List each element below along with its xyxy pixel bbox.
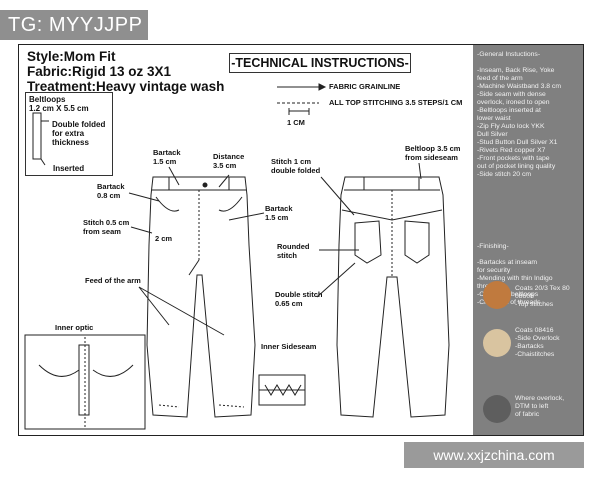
fabric-line: Fabric:Rigid 13 oz 3X1 — [27, 64, 172, 79]
watermark: www.xxjzchina.com — [404, 442, 584, 468]
beltloop-35-value: from sideseam — [405, 152, 458, 162]
inner-sideseam-label: Inner Sideseam — [261, 342, 317, 351]
tech-title: -TECHNICAL INSTRUCTIONS- — [229, 53, 411, 73]
inner-optic-box — [24, 334, 146, 430]
general-instructions: -General Instuctions- -Inseam, Back Rise… — [477, 51, 561, 178]
bartack-1-value: 1.5 cm — [153, 156, 177, 166]
beltloop-size: 1.2 cm X 5.5 cm — [29, 104, 89, 113]
thread-swatch-dtm — [483, 395, 511, 423]
beltloop-box: Beltloops 1.2 cm X 5.5 cm Double folded … — [25, 92, 113, 176]
inner-optic-label: Inner optic — [55, 323, 94, 332]
front-jeans — [146, 176, 256, 418]
callout-feed: Feed of the arm — [85, 276, 141, 285]
beltloop-title-text: Beltloops — [29, 95, 66, 104]
bartack-2-label: Bartack — [97, 182, 125, 191]
thread-text-dtm: Where overlock, DTM to left of fabric — [515, 395, 565, 418]
stitch-1-label: Stitch 1 cm — [271, 157, 312, 166]
legend-cm: 1 CM — [287, 118, 305, 127]
grainline-arrowhead — [318, 83, 327, 91]
technical-drawing — [24, 83, 450, 430]
double-stitch-value: 0.65 cm — [275, 298, 303, 308]
callout-2cm: 2 cm — [155, 234, 173, 243]
legend-grainline: FABRIC GRAINLINE — [329, 82, 401, 91]
stitch-1-value: double folded — [271, 165, 321, 175]
thread-text-topstitch: Coats 20/3 Tex 80 08608 -Top stitches — [515, 285, 570, 308]
legend-topstitch: ALL TOP STITCHING 3.5 STEPS/1 CM — [329, 98, 463, 107]
distance-value: 3.5 cm — [213, 160, 237, 170]
beltloop-inserted: Inserted — [53, 164, 85, 173]
beltloop-title: Beltloops 1.2 cm X 5.5 cm — [29, 95, 89, 113]
tech-sheet: Style:Mom Fit Fabric:Rigid 13 oz 3X1 Tre… — [18, 44, 584, 436]
instructions-panel: -General Instuctions- -Inseam, Back Rise… — [473, 45, 583, 435]
bartack-3-label: Bartack — [265, 204, 293, 213]
bartack-1-label: Bartack — [153, 148, 181, 157]
spec-header: Style:Mom Fit Fabric:Rigid 13 oz 3X1 Tre… — [27, 49, 224, 94]
treatment-line: Treatment:Heavy vintage wash — [27, 79, 225, 94]
back-jeans — [336, 176, 450, 418]
stitch-05-label: Stitch 0.5 cm — [83, 218, 130, 227]
rounded-label: Rounded — [277, 242, 310, 251]
distance-label: Distance — [213, 152, 245, 161]
thread-text-overlock: Coats 08416 -Side Overlock -Bartacks -Ch… — [515, 327, 560, 358]
thread-swatch-overlock — [483, 329, 511, 357]
stitch-05-value: from seam — [83, 226, 121, 236]
bartack-2-value: 0.8 cm — [97, 190, 121, 200]
style-line: Style:Mom Fit — [27, 49, 116, 64]
beltloop-insert — [33, 158, 46, 166]
bartack-3-value: 1.5 cm — [265, 212, 289, 222]
beltloop-thick-text: for extra thickness — [52, 129, 89, 147]
double-stitch-label: Double stitch — [275, 290, 323, 299]
beltloop-double: Double folded for extra thickness — [52, 120, 112, 147]
tag-label: TG: MYYJJPP — [0, 10, 148, 40]
thread-swatch-topstitch — [483, 281, 511, 309]
rounded-value: stitch — [277, 250, 298, 260]
beltloop-35-label: Beltloop 3.5 cm — [405, 144, 461, 153]
beltloop-double-text: Double folded — [52, 120, 106, 129]
beltloop-sketch — [32, 112, 42, 160]
